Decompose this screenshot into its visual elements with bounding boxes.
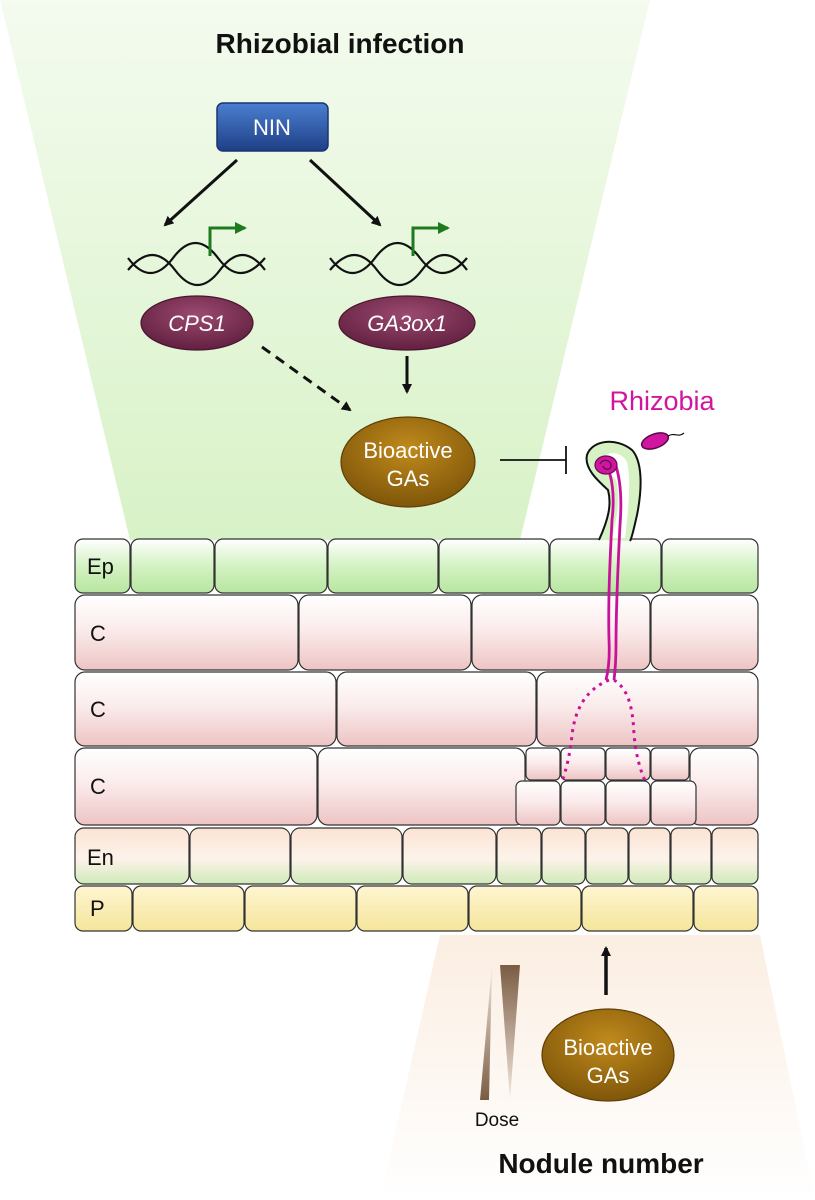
- rhizobium-flagellum-icon: [667, 432, 685, 437]
- p-cell: [468, 885, 582, 932]
- dose-label: Dose: [475, 1110, 519, 1131]
- cortex-cell: [317, 747, 526, 826]
- cortex-dividing-cell: [605, 780, 651, 826]
- cortex-dividing-cell: [515, 780, 561, 826]
- infection-thread: [604, 462, 623, 681]
- cortex-cell: [336, 671, 537, 747]
- cortex-cell: [74, 594, 299, 671]
- bioactive-gas-top-ellipse: [340, 416, 476, 508]
- ep-cell: [214, 538, 328, 594]
- cortex-cell: [298, 594, 472, 671]
- p-cell: [132, 885, 245, 932]
- nin-to-ga3ox1-arrow: [308, 158, 382, 227]
- nin-label: NIN: [253, 115, 291, 140]
- rhizobia-colony-icon: [594, 455, 618, 475]
- cortex-dividing-cell: [560, 780, 606, 826]
- en-cell: [711, 827, 759, 885]
- p-cell: [244, 885, 357, 932]
- en-cell: [290, 827, 403, 885]
- cortex-cell: [471, 594, 651, 671]
- bioactive-gas-top-line2: GAs: [387, 466, 430, 491]
- cortex-cell: [74, 747, 318, 826]
- p-cell: [74, 885, 133, 932]
- ga3ox1-ellipse: [338, 295, 476, 351]
- dose-wedge-increasing: [480, 965, 492, 1100]
- ep-cell: [549, 538, 662, 594]
- layer-label-c3: C: [90, 774, 106, 799]
- cortex-dividing-cell: [560, 747, 606, 781]
- cortex-cell: [536, 671, 759, 747]
- infection-thread-branch-right: [613, 678, 648, 784]
- nin-to-cps1-arrow: [163, 158, 239, 227]
- ep-cell: [438, 538, 550, 594]
- rhizobium-bacterium-icon: [640, 432, 670, 450]
- en-cell: [585, 827, 629, 885]
- cortex-dividing-cell: [605, 747, 651, 781]
- en-cell: [541, 827, 586, 885]
- cps1-label: CPS1: [168, 311, 225, 336]
- p-cell: [693, 885, 759, 932]
- en-cell: [628, 827, 671, 885]
- en-cell: [670, 827, 712, 885]
- en-cell: [74, 827, 190, 885]
- colony-swirl: [599, 459, 612, 470]
- bottom-title: Nodule number: [498, 1148, 703, 1179]
- layer-label-p: P: [90, 896, 105, 921]
- bioactive-gas-bottom-line1: Bioactive: [563, 1035, 652, 1060]
- cortex-dividing-cell: [650, 780, 697, 826]
- cortex-cell: [689, 747, 759, 826]
- p-cell: [356, 885, 469, 932]
- bioactive-gas-top-line1: Bioactive: [363, 438, 452, 463]
- bioactive-gas-bottom-line2: GAs: [587, 1063, 630, 1088]
- rhizobia-label: Rhizobia: [609, 386, 715, 416]
- promoter-arrow-right-icon: [411, 222, 450, 256]
- en-cell: [189, 827, 291, 885]
- en-cell: [402, 827, 497, 885]
- cortex-cell: [650, 594, 759, 671]
- ep-cell: [661, 538, 759, 594]
- cps1-ellipse: [140, 295, 254, 351]
- layer-label-c2: C: [90, 697, 106, 722]
- bioactive-gas-bottom-ellipse: [541, 1008, 675, 1102]
- layer-label-c1: C: [90, 621, 106, 646]
- layer-label-ep: Ep: [87, 554, 114, 579]
- p-cell: [581, 885, 694, 932]
- cortex-dividing-cell: [650, 747, 690, 781]
- top-title: Rhizobial infection: [216, 28, 465, 59]
- ep-cell: [130, 538, 215, 594]
- dna-helix-left-icon: [127, 242, 266, 286]
- top-cone-background: [0, 0, 650, 540]
- layer-label-en: En: [87, 845, 114, 870]
- cortex-cell: [74, 671, 337, 747]
- root-cell-layers: [74, 538, 759, 932]
- promoter-arrow-left-icon: [208, 222, 247, 256]
- cortex-dividing-cell: [525, 747, 561, 781]
- en-cell: [496, 827, 542, 885]
- dna-helix-right-icon: [329, 242, 468, 286]
- ga3ox1-label: GA3ox1: [367, 311, 447, 336]
- ep-cell: [327, 538, 439, 594]
- ep-cell: [74, 538, 131, 594]
- nin-box: [216, 102, 329, 152]
- dose-wedge-decreasing: [500, 965, 520, 1100]
- root-hair-inner-fill: [602, 453, 630, 538]
- cps1-to-gas-dashed-arrow: [261, 345, 352, 412]
- infection-thread-branch-left: [560, 678, 610, 783]
